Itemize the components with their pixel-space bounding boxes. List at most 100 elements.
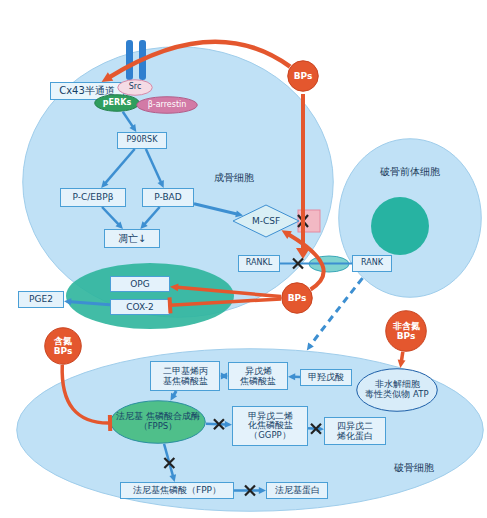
process-box: 法尼基蛋白 — [266, 482, 328, 499]
arrow-head — [169, 474, 176, 482]
block-cross — [214, 419, 224, 429]
node-shape — [282, 283, 313, 314]
block-cross — [245, 486, 255, 496]
connector — [194, 204, 243, 217]
process-box: 异戊烯 焦磷酸盐 — [228, 362, 288, 390]
node-label: Src — [128, 83, 143, 92]
node-shape — [339, 139, 482, 298]
arrow-head — [170, 283, 179, 291]
molecule-ellipse: BPs — [287, 60, 319, 92]
connector — [170, 283, 281, 296]
node-label: 甲羟戊酸 — [307, 372, 345, 382]
process-box: P-BAD — [142, 188, 194, 207]
node-label: 法尼基蛋白 — [274, 485, 321, 495]
node-shape — [118, 80, 153, 96]
arrow-head — [221, 373, 228, 380]
connector-line — [289, 234, 324, 289]
connector-line — [164, 444, 173, 476]
node-shape — [288, 61, 319, 92]
node-shape — [353, 256, 392, 272]
arrow-head — [158, 180, 164, 188]
connector — [102, 42, 290, 82]
node-label: P90RSK — [126, 136, 159, 145]
connector-line — [308, 427, 318, 430]
connector — [64, 298, 110, 305]
arrow-head — [102, 72, 114, 82]
process-box: P90RSK — [117, 132, 167, 149]
arrow-head — [64, 298, 71, 305]
node-shape — [137, 97, 198, 114]
connector — [282, 230, 324, 289]
node-shape — [111, 277, 170, 292]
connector-line — [194, 204, 237, 214]
node-shape — [233, 205, 299, 237]
node-label: 非含氮 BPs — [385, 321, 427, 341]
connector-line — [206, 422, 226, 425]
connector — [101, 149, 135, 188]
node-shape — [301, 370, 352, 386]
process-box: 甲异戊二烯 化焦磷酸盐 （GGPP） — [232, 406, 308, 446]
node-label: RANK — [360, 259, 384, 268]
node-shape — [325, 418, 386, 445]
arrow-head — [296, 248, 310, 259]
arrow-head — [317, 425, 324, 432]
connector — [307, 278, 363, 350]
node-shape — [118, 133, 167, 149]
connector — [164, 444, 176, 482]
process-box: COX-2 — [110, 299, 170, 315]
process-box: 甲羟戊酸 — [300, 369, 352, 386]
connector — [280, 259, 352, 269]
node-shape — [151, 362, 220, 391]
inhibit-arrow — [301, 94, 305, 250]
node-shape — [45, 328, 82, 365]
node-shape — [111, 401, 206, 444]
arrow-head — [225, 421, 232, 428]
factor-diamond: M-CSF — [232, 204, 300, 238]
connector — [234, 486, 266, 496]
nucleus — [371, 197, 429, 255]
node-shape — [121, 483, 234, 499]
cell-shape: 破骨细胞 二甲基烯丙 基焦磷酸盐异戊烯 焦磷酸盐 甲羟戊酸法尼基 焦磷酸合成酶 （F… — [16, 348, 484, 512]
node-label: 法尼基 焦磷酸合成酶 （FPPS） — [110, 412, 206, 431]
connector — [123, 112, 137, 132]
node-outline — [338, 138, 482, 298]
node-label: M-CSF — [251, 216, 281, 226]
node-label: β-arrestin — [147, 101, 188, 110]
process-box: 二甲基烯丙 基焦磷酸盐 — [150, 361, 220, 391]
arrow-head — [307, 343, 314, 351]
connector — [398, 352, 406, 368]
node-label: 法尼基焦磷酸（FPP） — [132, 485, 222, 495]
node-shape — [111, 300, 170, 315]
node-label: 含氮 BPs — [44, 336, 82, 356]
node-shape — [17, 349, 484, 512]
block-cross — [311, 424, 321, 434]
node-label: P-BAD — [153, 192, 182, 202]
arrow-head — [170, 393, 177, 401]
cell-shape: 破骨前体细胞RANK — [338, 138, 482, 298]
cell-label: 破骨细胞 — [394, 462, 434, 473]
node-label: pERKs — [102, 99, 132, 108]
connector — [170, 297, 281, 313]
connector — [102, 207, 123, 229]
node-label: 甲异戊二烯 化焦磷酸盐 （GGPP） — [232, 412, 308, 441]
node-label: Cx43半通道 — [58, 85, 116, 96]
node-shape — [229, 363, 288, 390]
node-shape — [143, 189, 194, 207]
process-box: 凋亡↓ — [104, 229, 160, 248]
connector-line — [234, 489, 260, 492]
node-shape — [386, 311, 427, 352]
cell-label: 成骨细胞 — [214, 172, 254, 183]
connector-line — [123, 112, 133, 127]
connector-line — [170, 299, 281, 305]
connector — [220, 373, 228, 380]
connector — [62, 365, 110, 431]
inhibit-bar — [168, 297, 173, 313]
node-label: 二甲基烯丙 基焦磷酸盐 — [150, 366, 220, 386]
node-shape — [233, 407, 308, 446]
molecule-ellipse: Src — [117, 79, 153, 96]
connector-line — [280, 263, 352, 265]
channel-bar — [139, 40, 146, 80]
connector-line — [311, 278, 363, 345]
molecule-ellipse: BPs — [281, 282, 313, 314]
